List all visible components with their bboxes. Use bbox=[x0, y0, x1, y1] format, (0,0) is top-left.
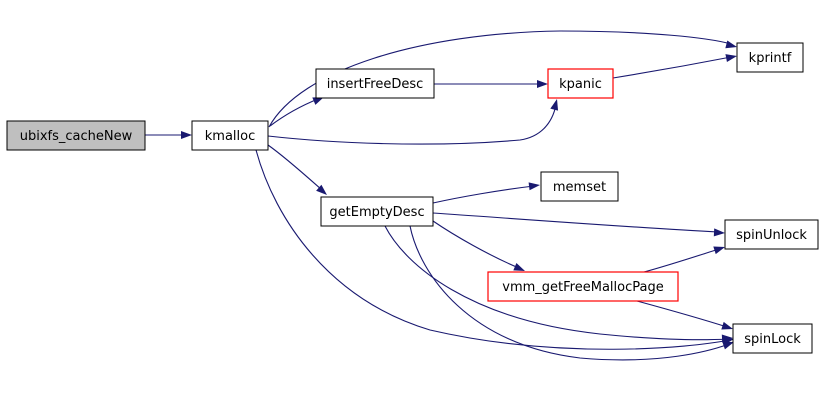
node-box-ubixfs_cacheNew[interactable] bbox=[6, 120, 146, 151]
node-ubixfs_cacheNew[interactable]: ubixfs_cacheNew bbox=[6, 120, 146, 151]
node-label-getEmptyDesc: getEmptyDesc bbox=[329, 205, 424, 220]
node-label-spinUnlock: spinUnlock bbox=[736, 228, 807, 243]
node-vmm_getFreeMallocPage[interactable]: vmm_getFreeMallocPage bbox=[487, 271, 679, 302]
edge-kmalloc-to-kpanic bbox=[267, 99, 559, 145]
edge-kmalloc-to-insertFreeDesc bbox=[269, 97, 324, 127]
node-layer: ubixfs_cacheNew kmalloc insertFreeDesc kpan… bbox=[6, 42, 819, 354]
node-box-vmm_getFreeMallocPage[interactable] bbox=[487, 271, 679, 302]
edge-layer bbox=[145, 30, 737, 361]
node-kprintf[interactable]: kprintf bbox=[736, 42, 804, 73]
node-box-memset[interactable] bbox=[540, 171, 619, 202]
node-spinLock[interactable]: spinLock bbox=[732, 323, 813, 354]
node-label-kprintf: kprintf bbox=[749, 51, 792, 66]
edge-getEmptyDesc-to-spinLock bbox=[409, 225, 734, 361]
node-box-kmalloc[interactable] bbox=[191, 120, 269, 151]
edge-getEmptyDesc-to-vmm_getFreeMallocPage bbox=[432, 220, 525, 271]
node-label-ubixfs_cacheNew: ubixfs_cacheNew bbox=[20, 129, 133, 144]
node-getEmptyDesc[interactable]: getEmptyDesc bbox=[320, 196, 434, 227]
node-box-insertFreeDesc[interactable] bbox=[315, 68, 435, 99]
node-box-spinLock[interactable] bbox=[732, 323, 813, 354]
node-box-getEmptyDesc[interactable] bbox=[320, 196, 434, 227]
edge-vmm_getFreeMallocPage-to-spinUnlock bbox=[643, 246, 725, 273]
node-memset[interactable]: memset bbox=[540, 171, 619, 202]
edge-getEmptyDesc-to-memset bbox=[432, 182, 540, 204]
node-label-memset: memset bbox=[553, 180, 606, 195]
edge-kmalloc-to-spinLock bbox=[255, 149, 734, 350]
edge-getEmptyDesc-to-spinLock bbox=[384, 225, 733, 343]
node-label-insertFreeDesc: insertFreeDesc bbox=[327, 77, 424, 92]
edge-insertFreeDesc-to-kpanic bbox=[434, 80, 548, 88]
node-kpanic[interactable]: kpanic bbox=[547, 68, 614, 99]
edge-kmalloc-to-getEmptyDesc bbox=[267, 144, 327, 195]
node-box-kpanic[interactable] bbox=[547, 68, 614, 99]
edge-ubixfs_cacheNew-to-kmalloc bbox=[145, 131, 192, 139]
node-spinUnlock[interactable]: spinUnlock bbox=[724, 219, 819, 250]
node-box-kprintf[interactable] bbox=[736, 42, 804, 73]
node-label-kmalloc: kmalloc bbox=[205, 129, 255, 144]
node-label-kpanic: kpanic bbox=[559, 77, 602, 92]
node-kmalloc[interactable]: kmalloc bbox=[191, 120, 269, 151]
node-label-spinLock: spinLock bbox=[744, 332, 801, 347]
edge-getEmptyDesc-to-spinUnlock bbox=[432, 212, 725, 237]
edge-kmalloc-to-kprintf bbox=[268, 30, 737, 128]
edge-vmm_getFreeMallocPage-to-spinLock bbox=[636, 300, 733, 330]
edge-kpanic-to-kprintf bbox=[612, 54, 737, 79]
node-insertFreeDesc[interactable]: insertFreeDesc bbox=[315, 68, 435, 99]
node-box-spinUnlock[interactable] bbox=[724, 219, 819, 250]
node-label-vmm_getFreeMallocPage: vmm_getFreeMallocPage bbox=[502, 280, 663, 295]
